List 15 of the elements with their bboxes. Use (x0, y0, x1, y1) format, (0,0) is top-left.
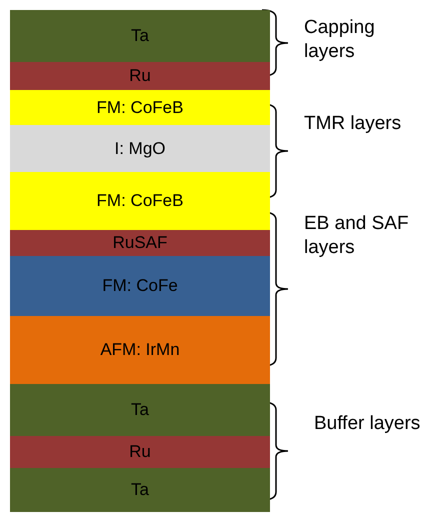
group-label: TMR layers (304, 112, 402, 136)
stack-layer: FM: CoFe (10, 256, 270, 316)
stack-layer: FM: CoFeB (10, 90, 270, 125)
stack-layer: FM: CoFeB (10, 172, 270, 230)
stack-layer: AFM: IrMn (10, 316, 270, 384)
stack-layer: Ta (10, 10, 270, 62)
stack-layer: RuSAF (10, 230, 270, 256)
group-label: EB and SAF layers (304, 212, 410, 260)
group-label: Buffer layers (314, 412, 422, 436)
stack-layer: Ru (10, 62, 270, 90)
group-label: Capping layers (304, 16, 376, 64)
stack-layer: Ta (10, 384, 270, 436)
stack-layer: I: MgO (10, 125, 270, 172)
stack-layer: Ta (10, 468, 270, 512)
stack-layer: Ru (10, 436, 270, 468)
